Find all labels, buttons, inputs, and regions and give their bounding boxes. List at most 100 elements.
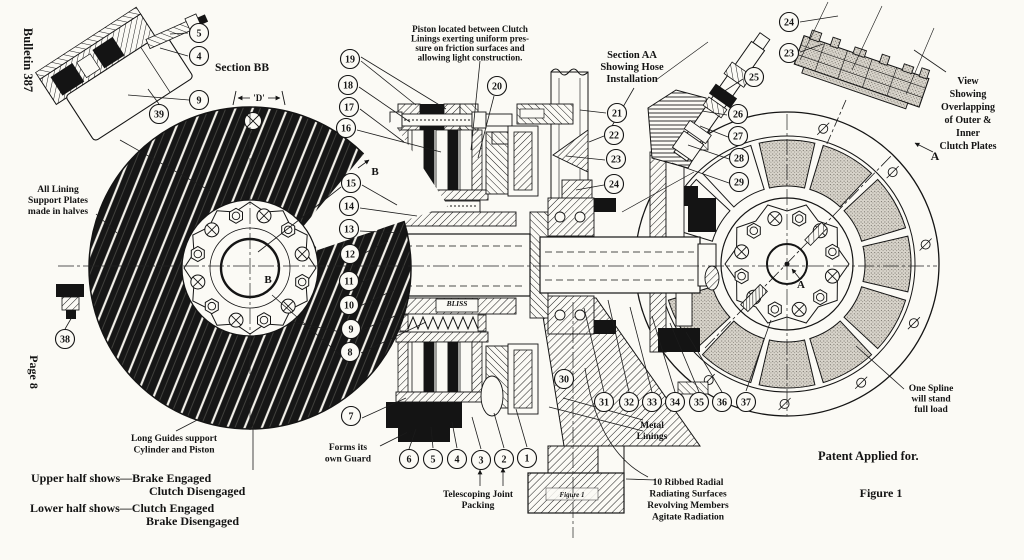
page-number: Page 8 [27,355,41,389]
callout-4: 4 [188,45,210,67]
bliss-stamp: BLISS [446,299,468,308]
callout-38: 38 [54,328,76,350]
svg-text:19: 19 [345,54,355,65]
spline-key-2 [804,222,828,246]
svg-text:33: 33 [647,397,657,408]
callout-16: 16 [335,117,357,139]
callout-27: 27 [727,125,749,147]
callout-2: 2 [493,448,515,470]
ribbed-note-leader [584,367,649,478]
section-bb-inset [35,6,209,141]
callout-31: 31 [593,391,615,413]
section-a-hub-label: A [797,279,805,291]
leader-lines [64,15,947,486]
callout-25: 25 [743,66,765,88]
metal-lining-lower [658,328,700,352]
svg-text:22: 22 [609,130,619,141]
svg-text:24: 24 [609,179,619,190]
callout-37: 37 [735,391,757,413]
lower-half-note-2: Brake Disengaged [146,514,239,528]
anchor-bracket [56,284,84,297]
lining-bolt [244,112,262,130]
housing-wedge [552,129,589,173]
callout-29: 29 [728,171,750,193]
svg-text:15: 15 [346,178,356,189]
callout-4: 4 [446,448,468,470]
dim-d: 'D' [253,93,265,103]
callout-6: 6 [398,448,420,470]
svg-text:8: 8 [348,347,353,358]
svg-text:31: 31 [599,397,609,408]
svg-text:30: 30 [559,374,569,385]
svg-text:9: 9 [197,95,202,106]
metal-lining-upper [688,198,716,232]
pedestal-notch [597,445,625,474]
svg-text:1: 1 [525,453,530,464]
svg-text:18: 18 [343,80,353,91]
callout-1: 1 [516,447,538,469]
svg-text:36: 36 [717,397,727,408]
callout-32: 32 [618,391,640,413]
svg-text:37: 37 [741,397,751,408]
brake-hub-scallop [183,201,317,335]
callout-15: 15 [340,172,362,194]
callout-23: 23 [778,42,800,64]
svg-text:29: 29 [734,177,744,188]
svg-text:20: 20 [492,81,502,92]
svg-text:23: 23 [611,154,621,165]
break-line [550,68,589,76]
svg-text:39: 39 [154,109,164,120]
svg-text:23: 23 [784,48,794,59]
callout-28: 28 [728,147,750,169]
svg-text:4: 4 [197,51,202,62]
lower-clutch-pack [386,297,539,442]
guard-lip [480,375,504,417]
section-bb-title: Section BB [215,62,269,74]
callout-3: 3 [470,449,492,471]
callout-22: 22 [603,124,625,146]
clutch-hub-scallop [724,204,850,324]
callout-20: 20 [486,75,508,97]
svg-text:5: 5 [431,454,436,465]
svg-text:16: 16 [341,123,351,134]
svg-text:25: 25 [749,72,759,83]
callout-33: 33 [641,391,663,413]
callout-10: 10 [338,294,360,316]
callout-balloons: 5493938191817161514131211109872021222324… [54,11,800,471]
section-b-hub-label: B [264,274,272,286]
svg-text:12: 12 [345,249,355,260]
svg-text:32: 32 [624,397,634,408]
svg-text:3: 3 [479,455,484,466]
callout-30: 30 [553,368,575,390]
callout-17: 17 [338,96,360,118]
patent-note: Patent Applied for. [818,449,919,463]
bliss-plaque [435,298,479,313]
svg-text:34: 34 [670,397,680,408]
callout-18: 18 [337,74,359,96]
clutch-spring [407,315,479,331]
driven-shaft [539,236,701,294]
callout-5: 5 [422,448,444,470]
section-line-aa [704,153,894,349]
svg-text:5: 5 [197,28,202,39]
callout-39: 39 [148,103,170,125]
svg-text:11: 11 [344,276,353,287]
figure-stamp: Figure 1 [559,491,584,499]
guard-black-mass [386,402,462,428]
brake-hub-bolts [190,207,310,329]
svg-text:10: 10 [344,300,354,311]
bulletin-number: Bulletin 387 [21,28,35,92]
callout-11: 11 [338,270,360,292]
callout-34: 34 [664,391,686,413]
callout-24: 24 [603,173,625,195]
disc-cutaway-wedge [302,120,448,250]
